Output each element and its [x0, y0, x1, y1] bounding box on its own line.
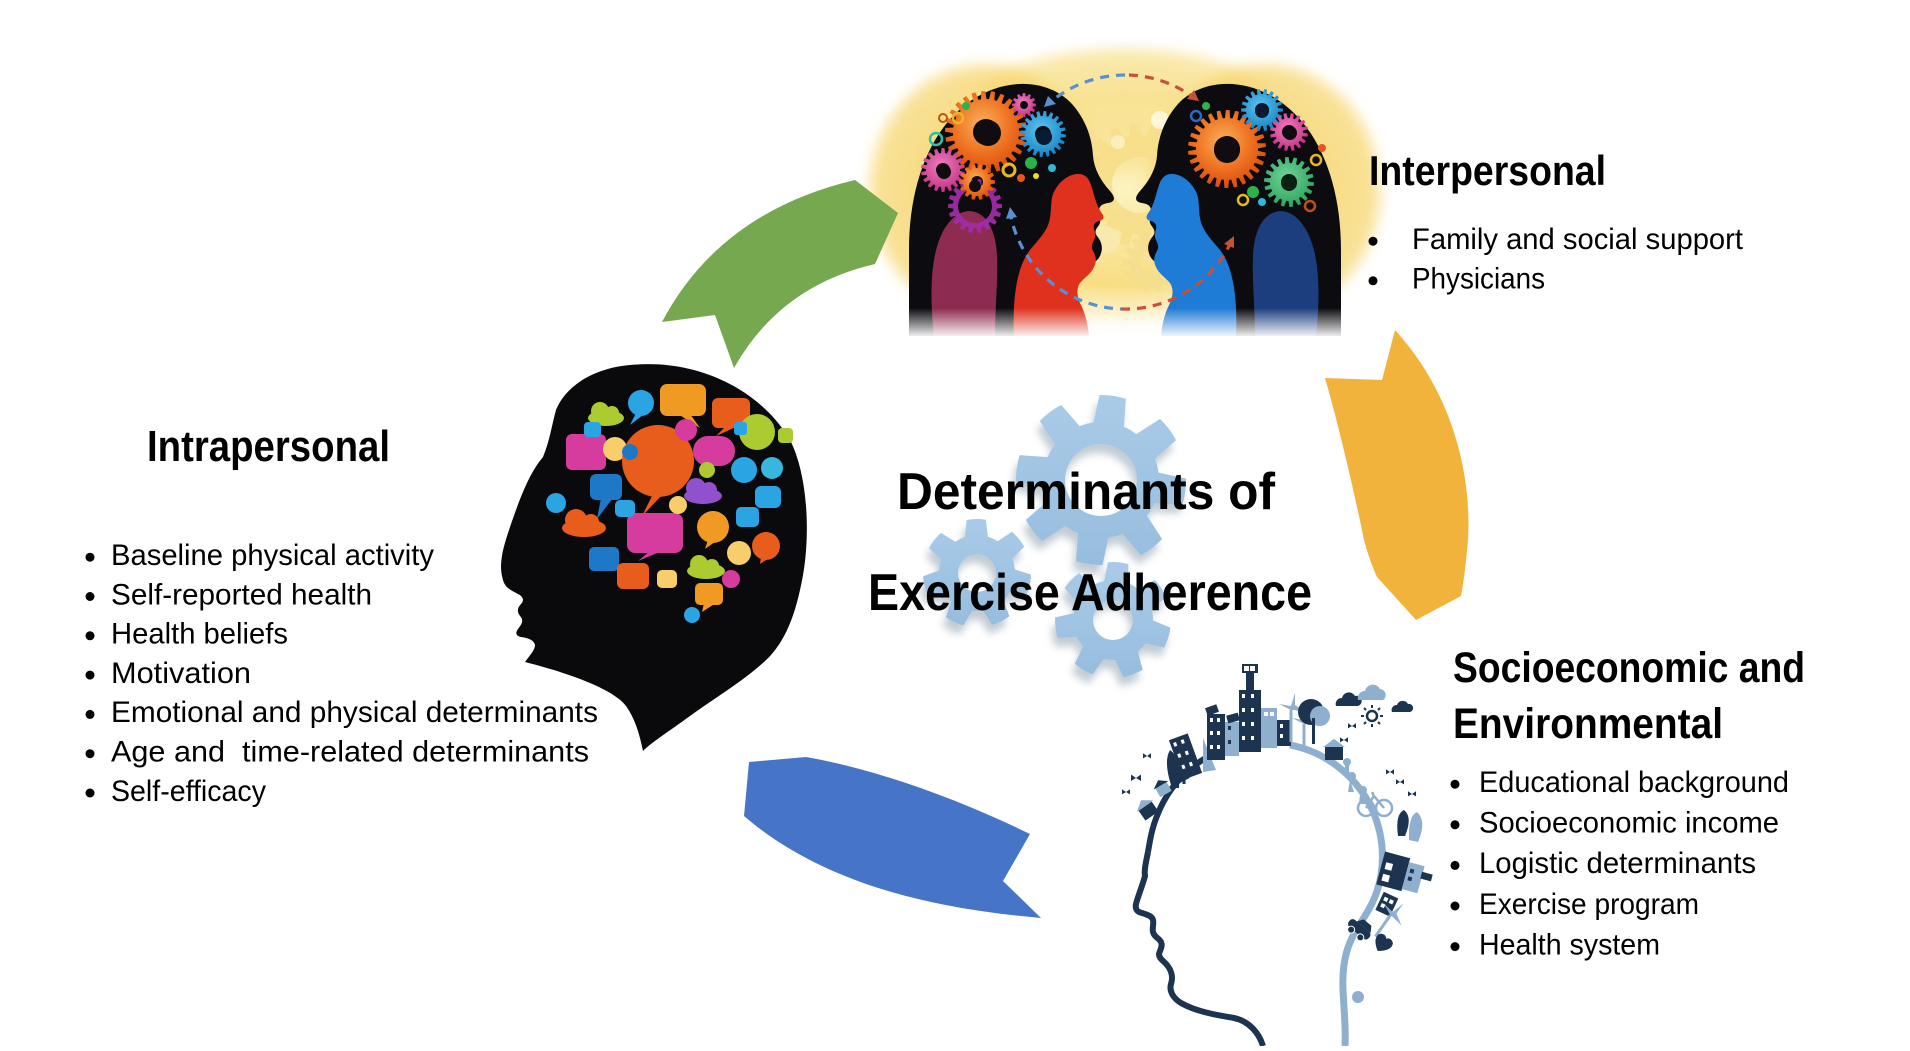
svg-text:Educational background: Educational background	[1479, 766, 1789, 799]
svg-text:Determinants of: Determinants of	[897, 463, 1276, 521]
svg-text:Environmental: Environmental	[1453, 700, 1723, 748]
svg-text:Self-efficacy: Self-efficacy	[111, 775, 266, 808]
svg-text:Socioeconomic and: Socioeconomic and	[1453, 644, 1805, 692]
svg-text:Physicians: Physicians	[1412, 263, 1545, 296]
svg-text:Socioeconomic income: Socioeconomic income	[1479, 807, 1779, 840]
svg-text:Health beliefs: Health beliefs	[111, 618, 288, 651]
svg-text:Exercise program: Exercise program	[1479, 888, 1699, 921]
svg-text:Baseline physical activity: Baseline physical activity	[111, 539, 434, 572]
svg-text:Interpersonal: Interpersonal	[1369, 147, 1606, 194]
svg-text:Intrapersonal: Intrapersonal	[147, 422, 390, 471]
svg-text:Logistic determinants: Logistic determinants	[1479, 847, 1756, 880]
svg-text:Exercise Adherence: Exercise Adherence	[868, 564, 1312, 622]
svg-text:Health system: Health system	[1479, 928, 1660, 961]
svg-text:Age and time-related determin: Age and time-related determinants	[111, 736, 589, 769]
svg-text:Emotional and physical determi: Emotional and physical determinants	[111, 696, 598, 729]
svg-text:Motivation: Motivation	[111, 657, 251, 690]
svg-text:Self-reported health: Self-reported health	[111, 578, 372, 611]
svg-text:Family and social support: Family and social support	[1412, 223, 1744, 256]
